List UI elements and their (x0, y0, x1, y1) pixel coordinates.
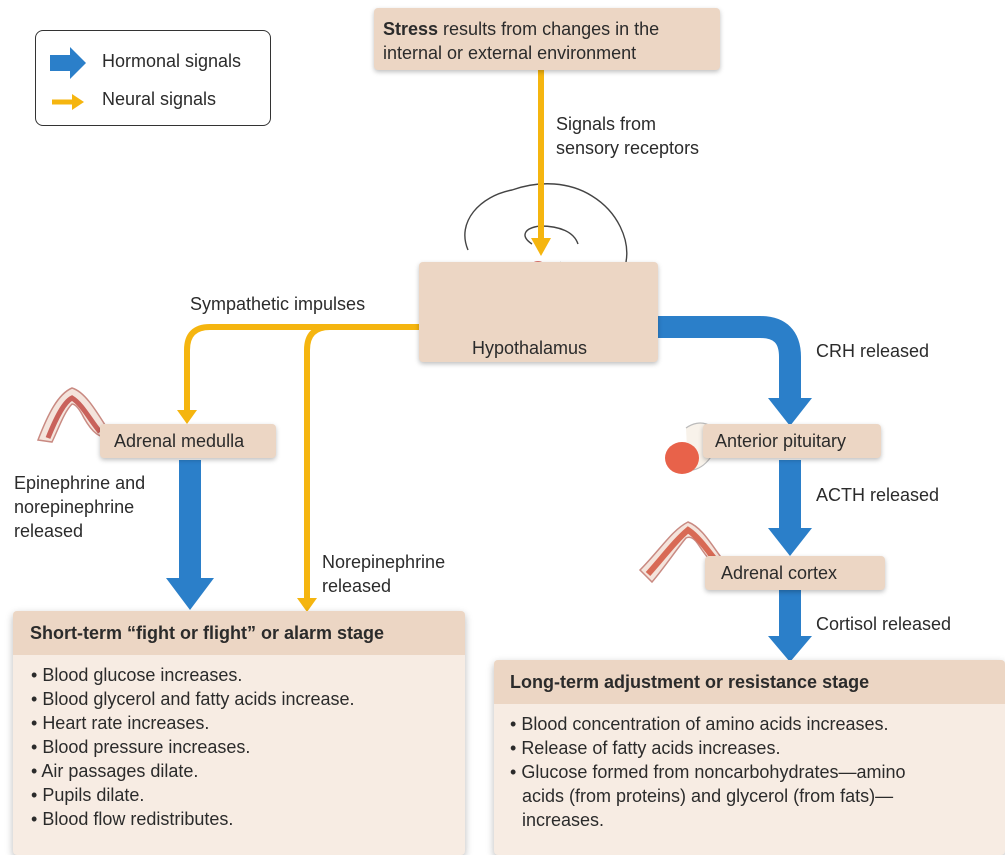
legend-hormonal-label: Hormonal signals (102, 51, 242, 71)
short-term-stage: Short-term “fight or flight” or alarm st… (13, 611, 465, 855)
list-item: Blood concentration of amino acids incre… (494, 712, 914, 736)
list-item: Blood pressure increases. (13, 735, 465, 759)
hormonal-arrowhead-short-term (166, 578, 214, 610)
list-item: Pupils dilate. (13, 783, 465, 807)
long-term-title: Long-term adjustment or resistance stage (494, 660, 1005, 704)
norepinephrine-label-1: Norepinephrine (322, 552, 446, 572)
crh-label: CRH released (816, 341, 930, 361)
adrenal-gland-icon (36, 387, 114, 443)
neural-arrows (184, 70, 544, 602)
stress-bold: Stress (383, 19, 439, 39)
legend-hormonal: Hormonal signals (46, 45, 266, 81)
legend: Hormonal signals Neural signals (35, 30, 271, 126)
legend-neural: Neural signals (46, 87, 266, 123)
epinephrine-label-1: Epinephrine and (14, 473, 146, 493)
norepinephrine-label-2: released (322, 576, 392, 596)
yellow-arrow-icon (52, 94, 84, 110)
signals-label-2: sensory receptors (556, 138, 700, 158)
stress-box: Stress results from changes in the inter… (374, 8, 720, 70)
acth-label: ACTH released (816, 485, 940, 505)
list-item: Blood flow redistributes. (13, 807, 465, 831)
epinephrine-label-2: norepinephrine (14, 497, 135, 517)
list-item: Air passages dilate. (13, 759, 465, 783)
anterior-pituitary-label: Anterior pituitary (715, 431, 847, 451)
stress-rest: results from changes in the internal or … (383, 19, 660, 63)
hormonal-arrowhead-cortex (768, 528, 812, 556)
hypothalamus-box (419, 262, 658, 362)
short-term-title: Short-term “fight or flight” or alarm st… (13, 611, 465, 655)
hormonal-arrowhead-long-term (768, 636, 812, 662)
adrenal-cortex-label: Adrenal cortex (721, 563, 838, 583)
list-item: Heart rate increases. (13, 711, 465, 735)
epinephrine-label-3: released (14, 521, 84, 541)
blue-arrow-icon (50, 47, 86, 79)
hypothalamus-label: Hypothalamus (472, 338, 588, 358)
stress-text: Stress results from changes in the inter… (383, 17, 713, 65)
adrenal-cortex-box: Adrenal cortex (705, 556, 885, 590)
list-item: Release of fatty acids increases. (494, 736, 914, 760)
sympathetic-label: Sympathetic impulses (190, 294, 366, 314)
neural-arrowhead-hypothalamus (531, 238, 551, 256)
list-item: Glucose formed from noncarbohydrates—ami… (494, 760, 914, 832)
long-term-list: Blood concentration of amino acids incre… (494, 704, 914, 832)
adrenal-medulla-label: Adrenal medulla (114, 431, 245, 451)
neural-arrowhead-medulla (177, 410, 197, 424)
short-term-list: Blood glucose increases. Blood glycerol … (13, 655, 465, 831)
anterior-pituitary-box: Anterior pituitary (703, 424, 881, 458)
hormonal-arrows (179, 316, 801, 640)
cortisol-label: Cortisol released (816, 614, 952, 634)
neural-arrowhead-short-term (297, 598, 317, 612)
list-item: Blood glucose increases. (13, 663, 465, 687)
long-term-stage: Long-term adjustment or resistance stage… (494, 660, 1005, 855)
signals-label-1: Signals from (556, 114, 657, 134)
legend-neural-label: Neural signals (102, 89, 217, 109)
hormonal-arrowhead-pituitary (768, 398, 812, 426)
adrenal-medulla-box: Adrenal medulla (100, 424, 276, 458)
list-item: Blood glycerol and fatty acids increase. (13, 687, 465, 711)
